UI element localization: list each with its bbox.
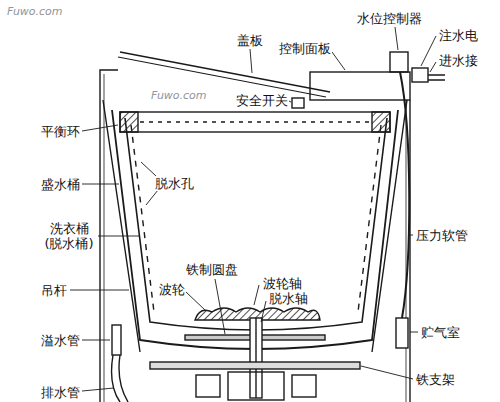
part-label: 脱水轴	[268, 291, 309, 306]
inlet-valve	[412, 68, 428, 82]
safety-switch	[292, 98, 304, 108]
part-label: 水位控制器	[356, 11, 423, 26]
leader-line	[430, 62, 436, 72]
part-label: 盖板	[236, 33, 264, 48]
leader-lines	[70, 27, 436, 391]
leader-line	[186, 292, 205, 310]
leader-line	[395, 27, 398, 50]
part-label: 溢水管	[40, 333, 81, 348]
inner-basket	[125, 118, 387, 330]
part-label: 洗衣桶 (脱水桶)	[40, 221, 98, 251]
part-label: 注水电	[438, 28, 479, 43]
part-label: 控制面板	[278, 41, 332, 56]
leader-line	[421, 36, 436, 66]
motor-part	[196, 375, 220, 397]
control-panel	[310, 72, 410, 100]
cabinet-wall	[409, 100, 410, 402]
overflow-pipe	[112, 325, 121, 355]
leader-line	[361, 366, 413, 379]
watermark: Fuwo.com	[150, 88, 208, 103]
leader-line	[409, 235, 413, 236]
motor-part	[292, 375, 316, 397]
leader-line	[261, 301, 266, 322]
washer-body	[100, 52, 445, 402]
balance-ring	[120, 112, 390, 132]
cabinet-wall	[406, 100, 407, 402]
water-level-controller	[390, 52, 408, 72]
iron-support	[150, 362, 360, 369]
pressure-hose	[400, 72, 409, 318]
watermark: Fuwo.com	[6, 4, 64, 19]
spin-holes	[358, 125, 381, 312]
air-chamber	[396, 318, 408, 348]
balance-ring	[372, 112, 390, 132]
cabinet-wall	[104, 74, 105, 402]
part-label: 平衡环	[40, 124, 81, 139]
shaft	[255, 318, 256, 398]
balance-ring	[120, 112, 138, 132]
balance-ring	[140, 121, 370, 122]
leader-line	[82, 340, 110, 341]
spin-holes	[131, 125, 154, 312]
part-label: 安全开关	[235, 93, 289, 108]
part-label: 铁制圆盘	[185, 262, 239, 277]
leader-line	[70, 290, 129, 291]
part-label: 盛水桶	[40, 177, 81, 192]
part-label: 脱水孔	[154, 176, 195, 191]
lid	[118, 57, 326, 97]
part-label: 贮气室	[420, 325, 461, 340]
lid	[120, 52, 330, 92]
leader-line	[82, 184, 119, 185]
leader-line	[82, 125, 118, 131]
part-label: 铁支架	[415, 372, 456, 387]
part-label: 排水管	[40, 385, 81, 400]
outer-tub	[112, 110, 398, 349]
clutch	[228, 372, 284, 400]
leader-line	[289, 101, 291, 102]
shaft	[250, 318, 262, 398]
part-label: 进水接	[438, 53, 479, 68]
part-label: 吊杆	[40, 283, 68, 298]
part-label: 波轮	[158, 282, 186, 297]
part-label: 压力软管	[415, 228, 469, 243]
inlet-connector	[428, 75, 445, 80]
leader-line	[250, 49, 252, 73]
leader-line	[97, 236, 139, 237]
leader-line	[82, 388, 114, 391]
drain-pipe	[112, 355, 128, 402]
leader-line	[254, 285, 259, 305]
hanging-rod	[103, 100, 140, 352]
leader-line	[410, 332, 418, 333]
leader-line	[332, 52, 345, 70]
part-label: 波轮轴	[262, 276, 303, 291]
leader-line	[215, 279, 225, 334]
